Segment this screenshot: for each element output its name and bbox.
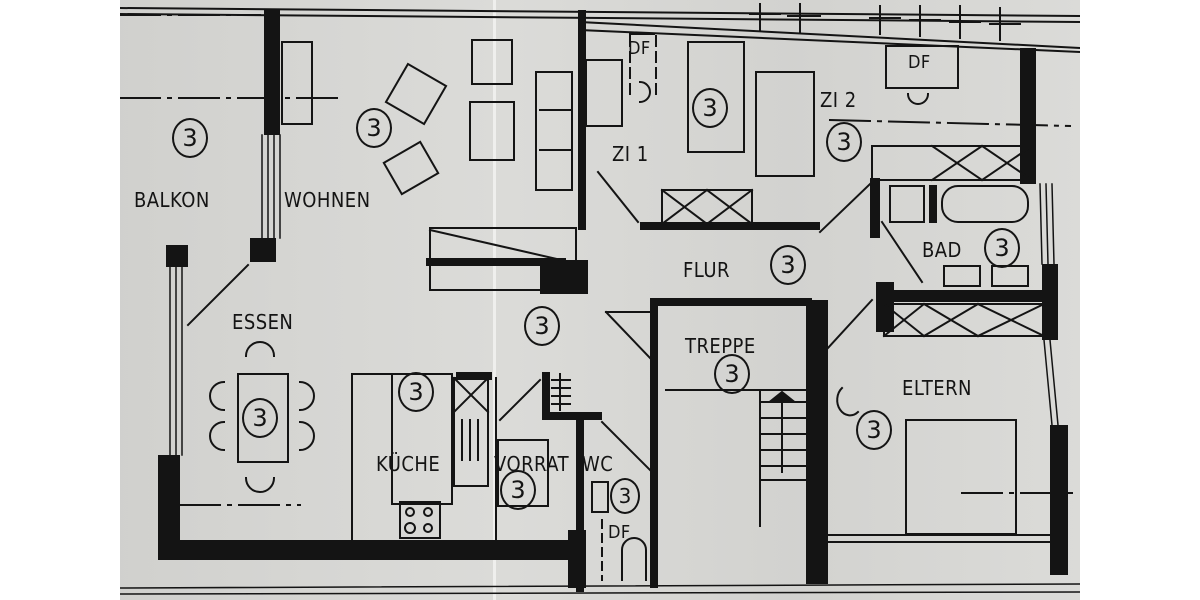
circled-marker-balkon: 3 bbox=[172, 118, 208, 158]
circled-marker-wohnen: 3 bbox=[356, 108, 392, 148]
zi1-furniture bbox=[585, 33, 754, 226]
circled-marker-bad: 3 bbox=[984, 228, 1020, 268]
walls bbox=[158, 10, 1068, 592]
circled-marker-eltern: 3 bbox=[856, 410, 892, 450]
wc-fixtures bbox=[591, 481, 647, 581]
door-swings bbox=[186, 170, 924, 472]
room-label-wc: WC bbox=[582, 452, 614, 476]
roof-ticks bbox=[749, 3, 1021, 41]
room-label-vorrat: VORRAT bbox=[494, 452, 570, 476]
df-label-zi2: DF bbox=[908, 52, 931, 73]
circled-marker-wc: 3 bbox=[610, 478, 640, 514]
room-label-kueche: KÜCHE bbox=[376, 452, 441, 476]
room-label-eltern: ELTERN bbox=[902, 376, 972, 400]
paper-fold-line bbox=[493, 0, 496, 600]
circled-marker-kueche: 3 bbox=[398, 372, 434, 412]
zi2-furniture bbox=[755, 45, 1034, 182]
circled-marker-zi2: 3 bbox=[826, 122, 862, 162]
circled-marker-zi1: 3 bbox=[692, 88, 728, 128]
circled-marker-treppe: 3 bbox=[714, 354, 750, 394]
room-label-wohnen: WOHNEN bbox=[284, 188, 371, 212]
df-label-wc: DF bbox=[608, 522, 631, 543]
windows bbox=[120, 134, 1080, 595]
room-label-bad: BAD bbox=[922, 238, 962, 262]
floor-plan-sheet: BALKON WOHNEN ESSEN KÜCHE VORRAT WC ZI 1… bbox=[120, 0, 1080, 600]
room-label-flur: FLUR bbox=[683, 258, 730, 282]
room-label-essen: ESSEN bbox=[232, 310, 294, 334]
room-label-treppe: TREPPE bbox=[685, 334, 756, 358]
circled-marker-flur-lower: 3 bbox=[524, 306, 560, 346]
dining-table bbox=[209, 341, 315, 493]
circled-marker-essen: 3 bbox=[242, 398, 278, 438]
bedroom-furniture bbox=[827, 386, 1051, 543]
room-label-zi2: ZI 2 bbox=[820, 88, 857, 112]
room-label-balkon: BALKON bbox=[134, 188, 210, 212]
living-furniture bbox=[281, 39, 577, 291]
section-lines bbox=[120, 14, 1080, 506]
floor-plan-drawing bbox=[120, 3, 1080, 595]
room-label-zi1: ZI 1 bbox=[612, 142, 649, 166]
circled-marker-vorrat: 3 bbox=[500, 470, 536, 510]
staircase bbox=[665, 389, 807, 527]
bathroom-fixtures bbox=[882, 185, 1046, 338]
circled-marker-flur: 3 bbox=[770, 245, 806, 285]
df-label-zi1: DF bbox=[628, 38, 651, 59]
